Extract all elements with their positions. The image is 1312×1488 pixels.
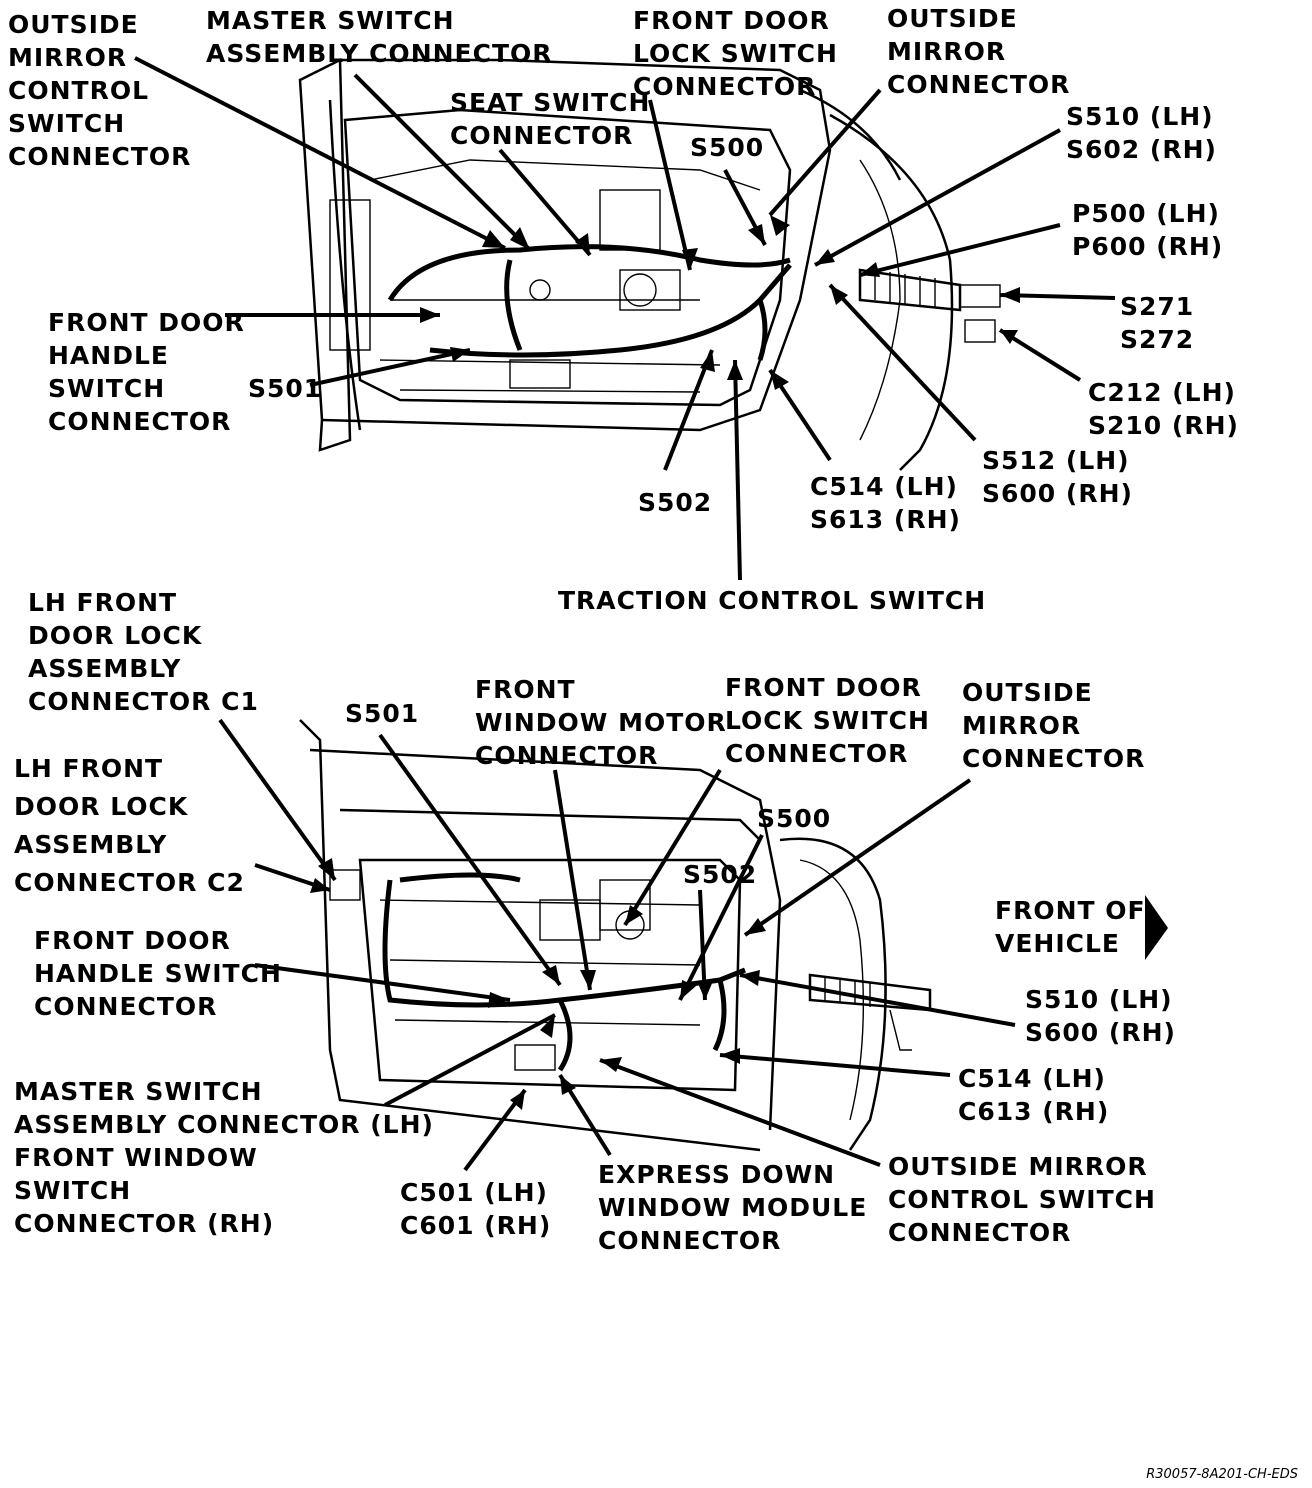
label-c514-c613: C514 (LH) C613 (RH) bbox=[958, 1064, 1110, 1126]
label-traction-control-switch: TRACTION CONTROL SWITCH bbox=[558, 586, 987, 615]
label-c514-s613: C514 (LH) S613 (RH) bbox=[810, 472, 961, 534]
label-s501-bottom: S501 bbox=[345, 699, 420, 728]
label-front-door-handle-switch-connector-bottom: FRONT DOOR HANDLE SWITCH CONNECTOR bbox=[34, 926, 282, 1021]
label-front-door-handle-switch-connector-top: FRONT DOOR HANDLE SWITCH CONNECTOR bbox=[48, 308, 245, 436]
label-front-of-vehicle: FRONT OF VEHICLE bbox=[995, 896, 1146, 958]
label-master-switch-assembly-connector: MASTER SWITCH ASSEMBLY CONNECTOR bbox=[206, 6, 553, 68]
label-s500-bottom: S500 bbox=[757, 804, 832, 833]
label-c501-c601: C501 (LH) C601 (RH) bbox=[400, 1178, 552, 1240]
front-of-vehicle-arrow bbox=[1145, 895, 1168, 960]
label-front-door-lock-switch-connector-bottom: FRONT DOOR LOCK SWITCH CONNECTOR bbox=[725, 673, 930, 768]
label-s510-s600: S510 (LH) S600 (RH) bbox=[1025, 985, 1176, 1047]
label-front-door-lock-switch-connector-top: FRONT DOOR LOCK SWITCH CONNECTOR bbox=[633, 6, 838, 101]
label-s502-top: S502 bbox=[638, 488, 713, 517]
label-front-window-motor-connector: FRONT WINDOW MOTOR CONNECTOR bbox=[475, 675, 727, 770]
label-outside-mirror-connector-top: OUTSIDE MIRROR CONNECTOR bbox=[887, 4, 1071, 99]
label-express-down-window-module-connector: EXPRESS DOWN WINDOW MODULE CONNECTOR bbox=[598, 1160, 868, 1255]
label-c212-s210: C212 (LH) S210 (RH) bbox=[1088, 378, 1239, 440]
top-leader-lines bbox=[134, 56, 1116, 581]
label-p500-p600: P500 (LH) P600 (RH) bbox=[1072, 199, 1224, 261]
label-s502-bottom: S502 bbox=[683, 860, 758, 889]
label-s510-s602: S510 (LH) S602 (RH) bbox=[1066, 102, 1217, 164]
label-outside-mirror-connector-bottom: OUTSIDE MIRROR CONNECTOR bbox=[962, 678, 1146, 773]
label-s271-s272: S271 S272 bbox=[1120, 292, 1195, 354]
label-s500-top: S500 bbox=[690, 133, 765, 162]
top-door-illustration bbox=[298, 58, 1001, 471]
label-outside-mirror-control-switch-connector: OUTSIDE MIRROR CONTROL SWITCH CONNECTOR bbox=[8, 10, 192, 171]
figure-code: R30057-8A201-CH-EDS bbox=[1146, 1467, 1298, 1482]
label-outside-mirror-control-switch-connector-bottom: OUTSIDE MIRROR CONTROL SWITCH CONNECTOR bbox=[888, 1152, 1156, 1247]
label-s512-s600: S512 (LH) S600 (RH) bbox=[982, 446, 1133, 508]
label-s501-top: S501 bbox=[248, 374, 323, 403]
label-master-switch-front-window-switch: MASTER SWITCH ASSEMBLY CONNECTOR (LH) FR… bbox=[14, 1077, 434, 1238]
bottom-leader-lines bbox=[218, 718, 1168, 1172]
label-lh-front-door-lock-c2: LH FRONT DOOR LOCK ASSEMBLY CONNECTOR C2 bbox=[14, 754, 245, 897]
label-seat-switch-connector: SEAT SWITCH CONNECTOR bbox=[450, 88, 651, 150]
label-lh-front-door-lock-c1: LH FRONT DOOR LOCK ASSEMBLY CONNECTOR C1 bbox=[28, 588, 259, 716]
